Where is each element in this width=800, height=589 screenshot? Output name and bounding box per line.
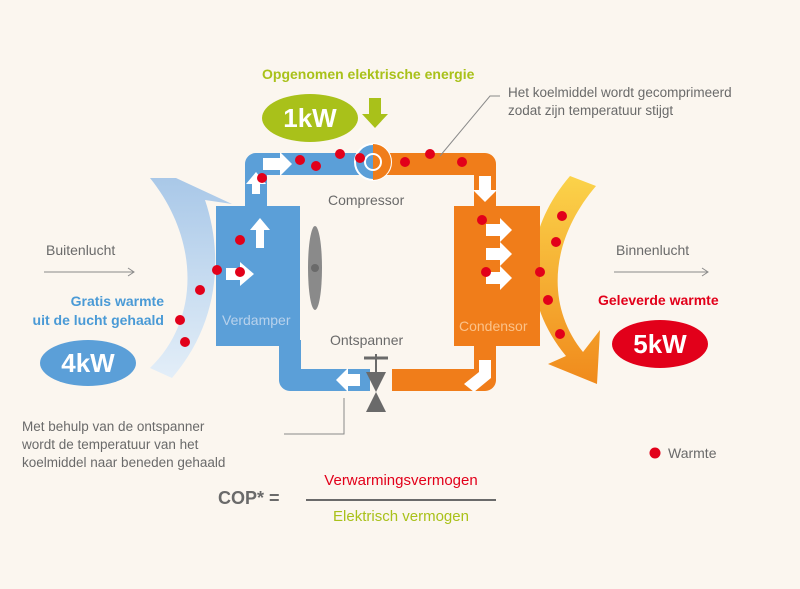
- outside-air-arrow: [150, 178, 232, 378]
- compressor-note-line-1: Het koelmiddel wordt gecomprimeerd: [508, 85, 732, 100]
- compressor-note-line-2: zodat zijn temperatuur stijgt: [508, 103, 674, 118]
- inside-air-label: Binnenlucht: [616, 242, 690, 258]
- outside-heat-badge: 4kW: [40, 340, 136, 386]
- cop-denominator: Elektrisch vermogen: [333, 508, 469, 525]
- heat-dots: [175, 149, 567, 347]
- legend-heat-label: Warmte: [668, 445, 717, 461]
- cop-numerator: Verwarmingsvermogen: [324, 472, 478, 489]
- expansion-note-line-2: wordt de temperatuur van het: [22, 437, 199, 452]
- flow-arrows-hot: [464, 176, 512, 392]
- cop-label: COP* =: [218, 488, 280, 508]
- inside-heat-arrow: [532, 176, 600, 384]
- compressor-label: Compressor: [328, 192, 405, 208]
- expansion-label: Ontspanner: [330, 332, 404, 348]
- fan-icon: [308, 226, 322, 310]
- compressor-note-line: [439, 95, 500, 157]
- inside-heat-label: Geleverde warmte: [598, 292, 719, 308]
- energy-input-title: Opgenomen elektrische energie: [262, 66, 475, 82]
- outside-air-label: Buitenlucht: [46, 242, 116, 258]
- evaporator-label: Verdamper: [222, 312, 291, 328]
- outside-heat-label-line-1: Gratis warmte: [70, 293, 164, 309]
- outside-heat-label-line-2: uit de lucht gehaald: [32, 312, 164, 328]
- electric-input-arrow: [362, 98, 388, 128]
- expansion-note-line-3: koelmiddel naar beneden gehaald: [22, 455, 226, 470]
- expansion-note-line: [284, 398, 345, 435]
- inside-heat-badge: 5kW: [612, 320, 708, 368]
- expansion-valve-icon: [364, 354, 388, 412]
- condenser-label: Condensor: [459, 318, 528, 334]
- legend-heat-dot: [649, 447, 661, 459]
- expansion-note-line-1: Met behulp van de ontspanner: [22, 419, 205, 434]
- energy-input-badge: 1kW: [262, 94, 358, 142]
- air-flow-lines: [44, 267, 709, 277]
- compressor-icon: [354, 143, 392, 181]
